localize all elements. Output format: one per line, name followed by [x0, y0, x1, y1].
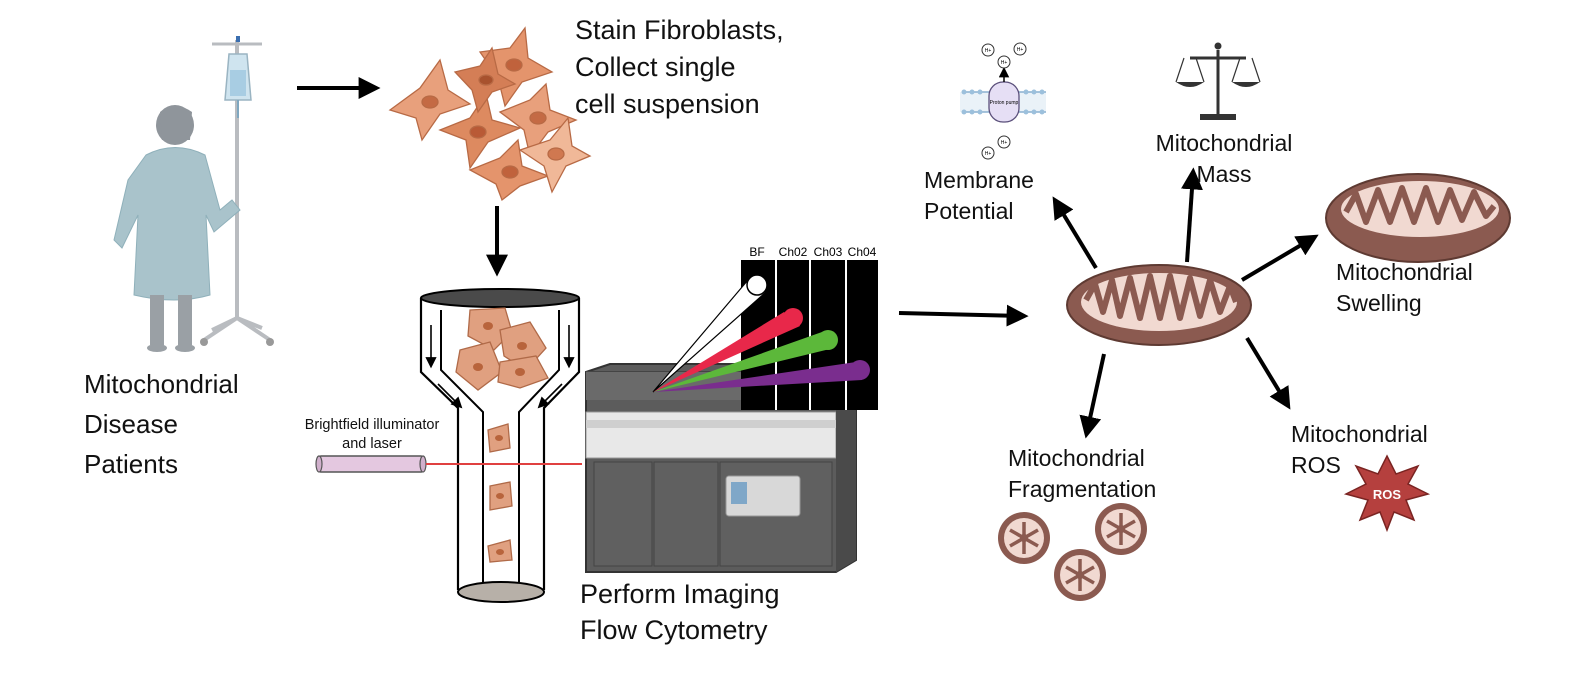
ion-label: H+ — [985, 151, 992, 157]
label-mitochondrial-fragmentation: Mitochondrial Fragmentation — [1008, 445, 1157, 502]
ion-label: H+ — [1001, 140, 1008, 146]
ion-label: H+ — [1017, 47, 1024, 53]
laser-icon — [315, 455, 582, 473]
channel-label-ch04: Ch04 — [848, 245, 877, 259]
label-mitochondrial-swelling: Mitochondrial Swelling — [1336, 259, 1473, 316]
label-stain: Stain Fibroblasts, Collect single cell s… — [575, 15, 784, 119]
mitochondrion-icon — [1066, 264, 1252, 346]
label-mitochondrial-mass: Mitochondrial Mass — [1155, 130, 1293, 187]
channel-panel-icon: BF Ch02 Ch03 Ch04 — [652, 245, 878, 410]
ion-label: H+ — [985, 48, 992, 54]
membrane-pump-icon: Proton pump H+ H+ H+ H+ H+ — [960, 42, 1046, 160]
pump-label: Proton pump — [990, 100, 1019, 106]
flow-chamber-icon — [419, 288, 581, 603]
patient-icon — [113, 105, 241, 352]
output-arrows — [1052, 167, 1319, 439]
channel-label-bf: BF — [749, 245, 764, 259]
cytometer-icon — [585, 363, 857, 573]
ion-label: H+ — [1001, 60, 1008, 66]
arrow-cytometry-to-mitochondrion — [898, 304, 1029, 327]
label-imaging: Perform Imaging Flow Cytometry — [580, 579, 780, 645]
balance-scale-icon — [1175, 42, 1261, 120]
fibroblast-cells-icon — [388, 26, 592, 202]
ros-star-icon: ROS — [1343, 454, 1431, 533]
swollen-mitochondrion-icon — [1325, 173, 1511, 263]
fragmented-mitochondria-icon — [998, 503, 1147, 601]
label-mitochondrial-ros: Mitochondrial ROS — [1291, 421, 1428, 478]
label-membrane-potential: Membrane Potential — [924, 167, 1034, 224]
channel-label-ch03: Ch03 — [814, 245, 843, 259]
iv-pole-icon — [200, 36, 274, 346]
ros-badge-label: ROS — [1373, 487, 1402, 502]
channel-label-ch02: Ch02 — [779, 245, 808, 259]
label-patients: Mitochondrial Disease Patients — [84, 369, 239, 479]
label-illuminator: Brightfield illuminator and laser — [304, 417, 440, 452]
